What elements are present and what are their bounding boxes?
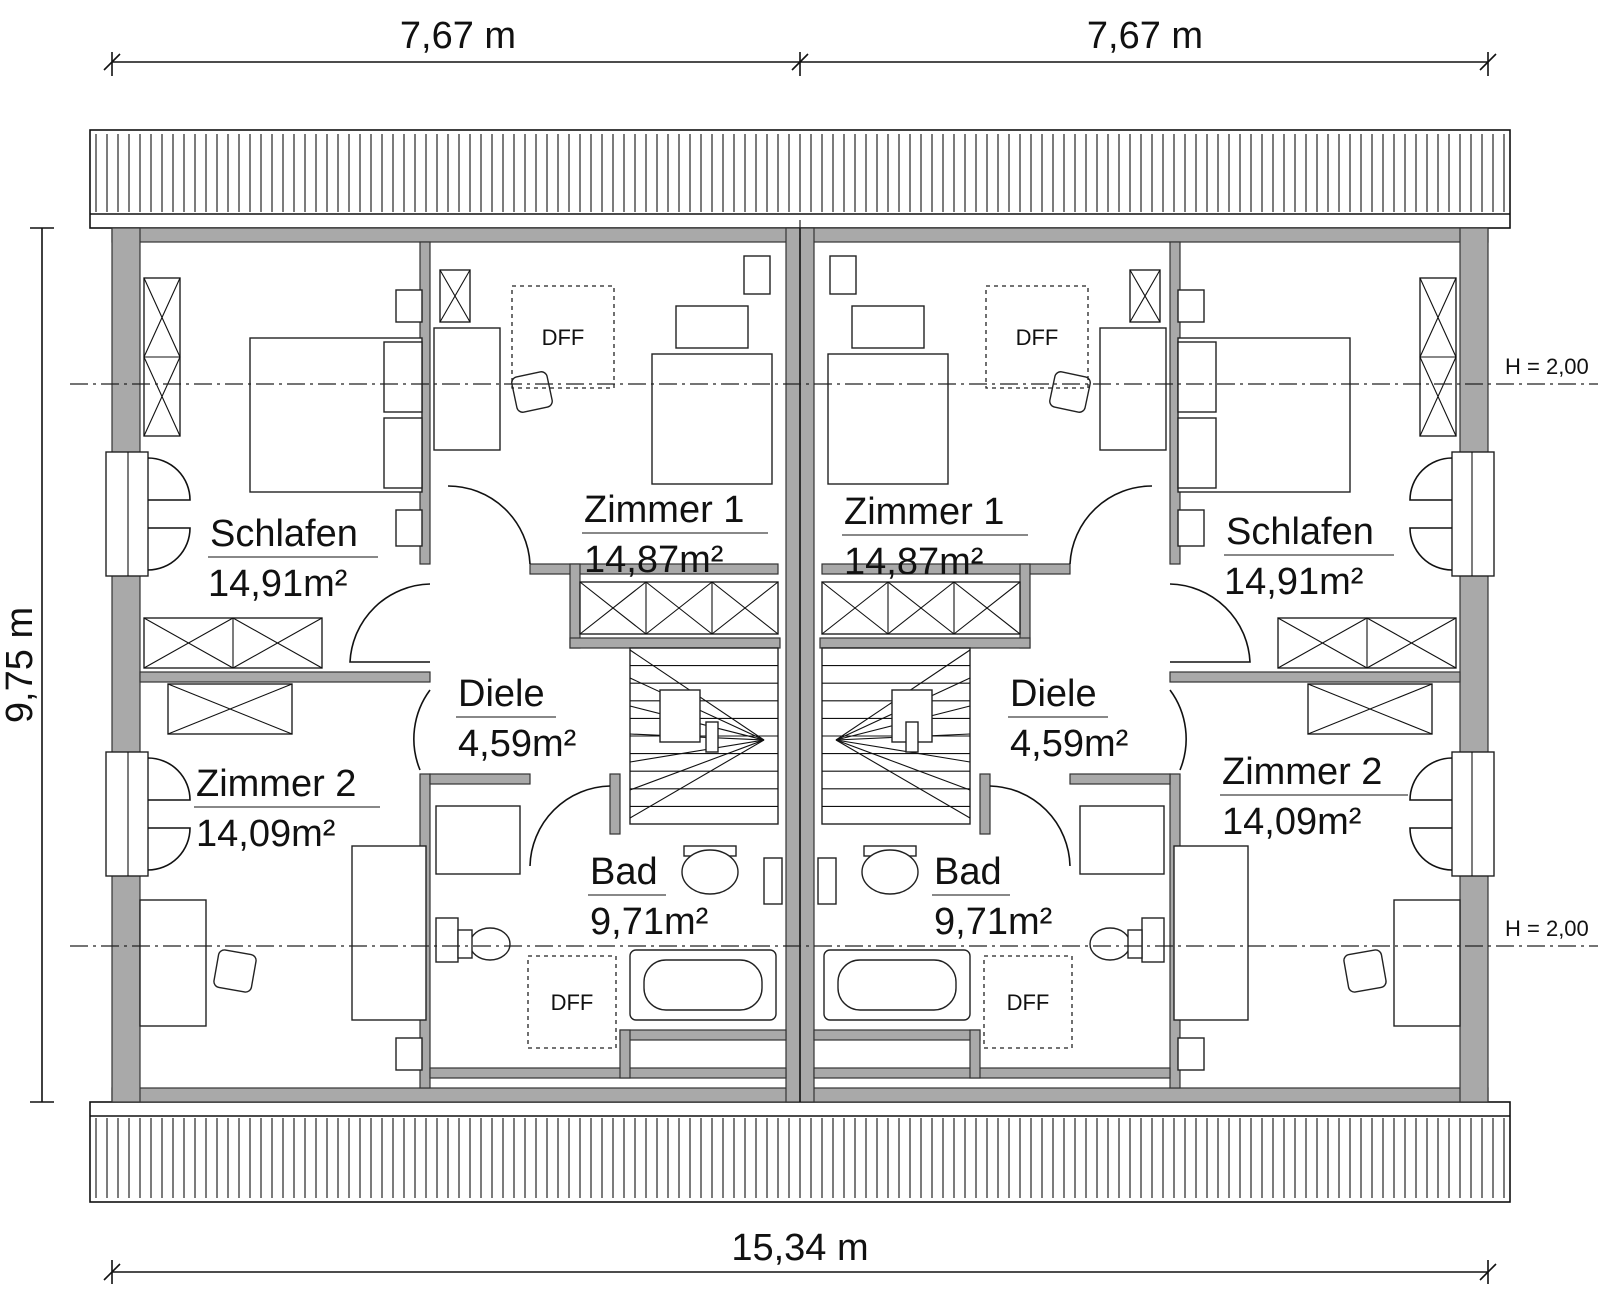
chairs xyxy=(213,371,1387,993)
height-axes xyxy=(70,220,1598,947)
room-area: 4,59m² xyxy=(458,723,576,765)
dimension-bottom: 15,34 m xyxy=(731,1227,868,1269)
room-area: 14,91m² xyxy=(1224,561,1363,603)
room-area: 9,71m² xyxy=(934,901,1052,943)
skylight-label: DFF xyxy=(542,325,585,350)
height-mark: H = 2,00 xyxy=(1505,354,1589,379)
room-area: 14,09m² xyxy=(196,813,335,855)
staircases xyxy=(629,647,971,825)
room-labels: Schlafen 14,91m² Zimmer 1 14,87m² Diele … xyxy=(194,489,1408,943)
height-mark: H = 2,00 xyxy=(1505,916,1589,941)
desks xyxy=(139,327,1461,1027)
room-area: 14,91m² xyxy=(208,563,347,605)
room-area: 4,59m² xyxy=(1010,723,1128,765)
room-name: Schlafen xyxy=(1226,511,1374,553)
skylight-label: DFF xyxy=(1016,325,1059,350)
room-area: 14,87m² xyxy=(844,541,983,583)
room-name: Bad xyxy=(590,851,658,893)
room-name: Zimmer 2 xyxy=(196,763,356,805)
dimension-top-left: 7,67 m xyxy=(400,15,516,57)
room-name: Zimmer 1 xyxy=(844,491,1004,533)
dimension-lines xyxy=(30,52,1497,1284)
dimension-side: 9,75 m xyxy=(0,607,41,723)
beds xyxy=(249,255,1351,1071)
room-name: Schlafen xyxy=(210,513,358,555)
dimension-top-right: 7,67 m xyxy=(1087,15,1203,57)
walls xyxy=(111,227,1489,1103)
skylights xyxy=(511,285,1089,1049)
room-name: Diele xyxy=(1010,673,1097,715)
room-name: Bad xyxy=(934,851,1002,893)
room-area: 14,87m² xyxy=(584,539,723,581)
room-name: Zimmer 1 xyxy=(584,489,744,531)
room-area: 14,09m² xyxy=(1222,801,1361,843)
roof-bottom xyxy=(89,1101,1511,1203)
wardrobes xyxy=(143,269,1457,735)
skylight-label: DFF xyxy=(1007,990,1050,1015)
room-area: 9,71m² xyxy=(590,901,708,943)
room-name: Zimmer 2 xyxy=(1222,751,1382,793)
bath-fixtures xyxy=(457,845,1143,1021)
windows xyxy=(105,451,1495,877)
roof-top xyxy=(89,129,1511,229)
doors xyxy=(147,457,1453,871)
skylight-label: DFF xyxy=(551,990,594,1015)
room-name: Diele xyxy=(458,673,545,715)
